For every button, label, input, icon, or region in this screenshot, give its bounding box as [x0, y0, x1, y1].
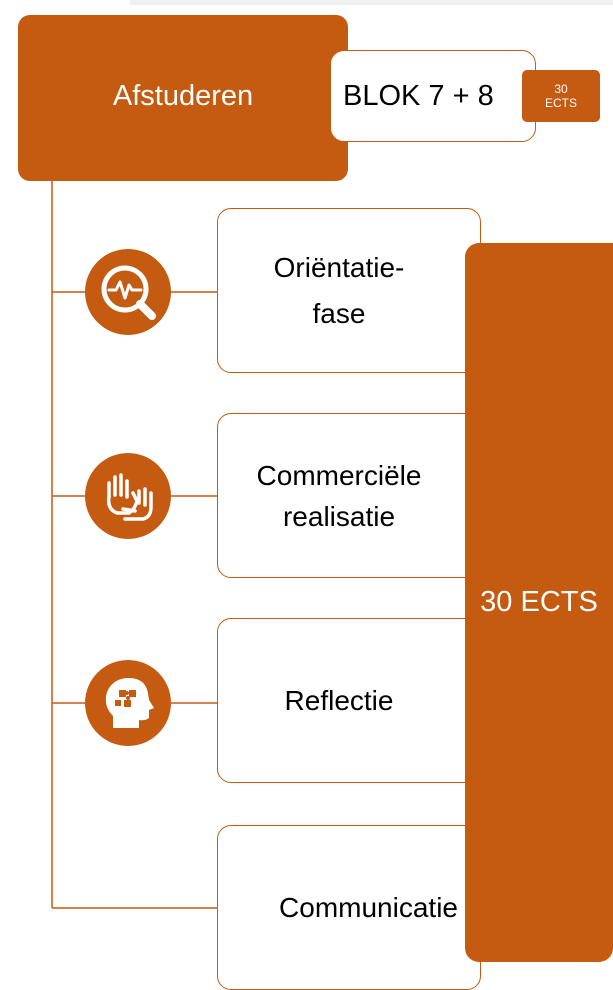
step-orientatiefase: Oriëntatie- fase: [217, 208, 481, 373]
step-label-line2: fase: [312, 297, 366, 329]
afstuderen-box: Afstuderen: [18, 15, 348, 181]
step-label: Communicatie: [279, 891, 458, 923]
magnifier-pulse-icon: [85, 249, 171, 335]
blok-box: BLOK 7 + 8: [330, 50, 536, 142]
step-reflectie: Reflectie: [217, 618, 481, 783]
ects-badge-unit: ECTS: [544, 96, 577, 110]
step-commerciele-realisatie: Commerciële realisatie: [217, 413, 481, 578]
step-label: Reflectie: [284, 684, 394, 716]
ects-badge-number: 30: [554, 82, 568, 96]
total-ects-bar: 30 ECTS: [465, 243, 613, 962]
step-communicatie: Communicatie: [217, 825, 481, 990]
step-label-line1: Commerciële: [256, 459, 422, 491]
hands-icon: [85, 453, 171, 539]
total-ects-label: 30 ECTS: [480, 586, 598, 618]
afstuderen-title: Afstuderen: [112, 79, 254, 112]
ects-badge: 30 ECTS: [522, 70, 600, 122]
step-label-line2: realisatie: [282, 500, 396, 532]
top-strip: [130, 0, 613, 5]
step-label-line1: Oriëntatie-: [273, 251, 405, 283]
head-puzzle-icon: [85, 660, 171, 746]
blok-label: BLOK 7 + 8: [343, 79, 494, 112]
